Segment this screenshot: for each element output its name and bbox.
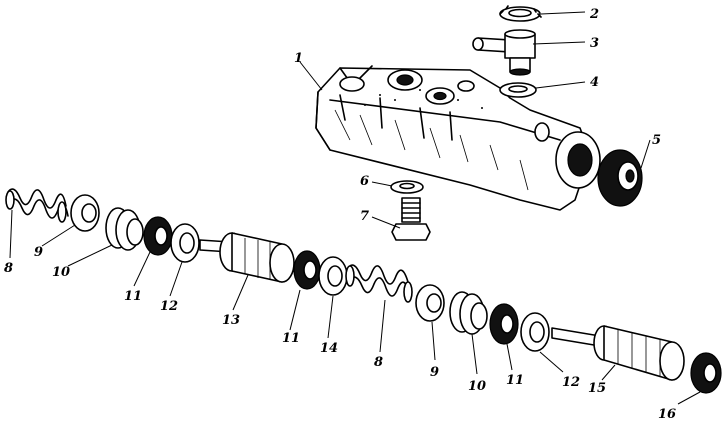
seal-11c [489, 303, 519, 345]
spring-cup-9a [70, 194, 100, 232]
callout-11b: 11 [282, 331, 300, 346]
callout-15: 15 [588, 381, 606, 396]
callout-9b: 9 [430, 365, 439, 380]
callout-11a: 11 [124, 289, 142, 304]
callout-16: 16 [658, 407, 676, 422]
callout-10a: 10 [52, 265, 70, 280]
callouts: 1 2 3 4 5 6 7 8 9 10 11 12 13 11 14 8 9 … [4, 7, 676, 422]
callout-11c: 11 [506, 373, 524, 388]
check-valve-10a [105, 207, 144, 251]
spring-8a [5, 188, 69, 223]
callout-9a: 9 [34, 245, 43, 260]
piston-13 [199, 232, 295, 283]
callout-7: 7 [360, 209, 369, 224]
cylinder-body [315, 65, 601, 211]
gasket-washer [390, 180, 424, 194]
lock-ring [499, 5, 542, 22]
callout-12a: 12 [160, 299, 178, 314]
bleed-fitting [472, 29, 536, 76]
callout-10b: 10 [468, 379, 486, 394]
end-seal [597, 149, 643, 207]
callout-14: 14 [320, 341, 338, 356]
callout-3: 3 [590, 36, 599, 51]
leader-lines [9, 11, 701, 405]
drain-plug [391, 197, 431, 241]
seal-16 [690, 352, 722, 394]
callout-12b: 12 [562, 375, 580, 390]
callout-6: 6 [360, 174, 369, 189]
seal-11b [293, 250, 321, 290]
callout-8a: 8 [4, 261, 13, 276]
callout-8b: 8 [374, 355, 383, 370]
check-valve-10b [449, 291, 488, 335]
piston-15 [551, 325, 685, 381]
callout-13: 13 [222, 313, 240, 328]
callout-1: 1 [294, 51, 303, 66]
spring-8b [345, 264, 413, 303]
washer-14 [318, 256, 348, 296]
seal-11a [143, 216, 173, 256]
spring-cup-9b [415, 284, 445, 322]
callout-5: 5 [652, 133, 661, 148]
washer-12b [520, 312, 550, 352]
callout-2: 2 [589, 7, 599, 22]
washer-12a [170, 223, 200, 263]
callout-4: 4 [590, 75, 599, 90]
valve-washer [499, 82, 537, 98]
